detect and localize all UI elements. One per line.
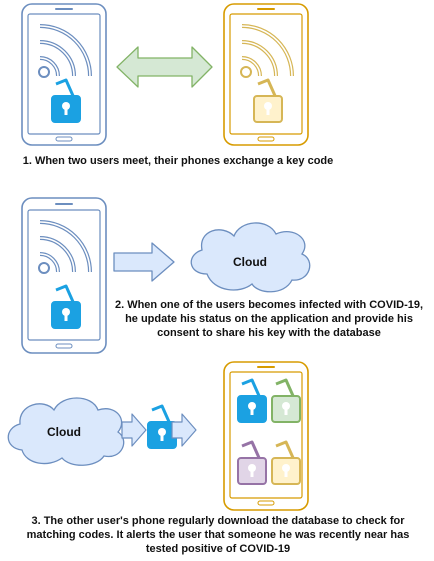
exchange-double-arrow	[116, 46, 213, 88]
step2-caption: 2. When one of the users becomes infecte…	[114, 299, 424, 339]
step2-phone	[21, 197, 107, 354]
download-arrow-2	[171, 413, 197, 447]
cloud-label: Cloud	[233, 255, 267, 269]
step2-cloud: Cloud	[190, 222, 311, 293]
download-arrow-1	[121, 413, 147, 447]
step3-caption: 3. The other user's phone regularly down…	[26, 515, 410, 555]
step3-cloud: Cloud	[7, 397, 125, 466]
step1-caption: 1. When two users meet, their phones exc…	[22, 155, 334, 167]
step1-phone-left	[21, 3, 107, 146]
step3-phone	[223, 361, 309, 511]
step1-phone-right	[223, 3, 309, 146]
cloud-label: Cloud	[47, 425, 81, 439]
upload-arrow	[113, 242, 175, 282]
